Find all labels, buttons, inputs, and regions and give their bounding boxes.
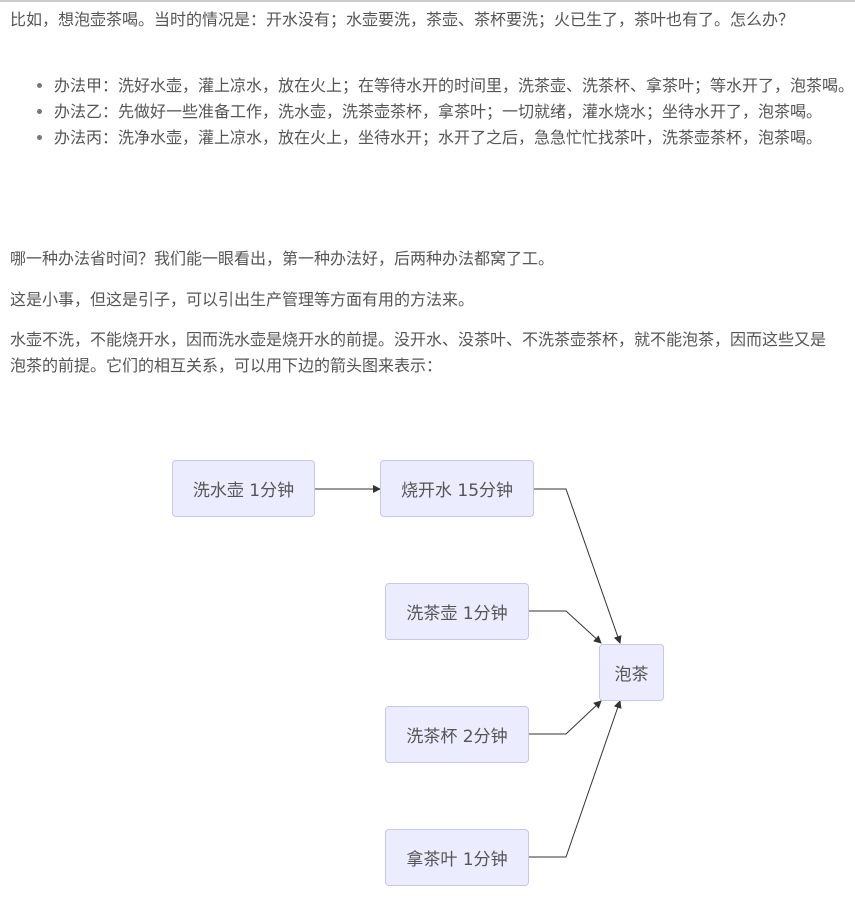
edge-boil-make-tea: [533, 488, 622, 644]
intro-paragraph: 比如，想泡壶茶喝。当时的情况是：开水没有；水壶要洗，茶壶、茶杯要洗；火已生了，茶…: [10, 10, 795, 29]
top-divider: [0, 0, 855, 2]
paragraph: 这是小事，但这是引子，可以引出生产管理等方面有用的方法来。: [10, 290, 475, 309]
node-boil-water: 烧开水 15分钟: [380, 460, 534, 517]
edge-cups-make-tea: [528, 700, 602, 735]
node-get-tea: 拿茶叶 1分钟: [385, 829, 529, 886]
list-item: 办法乙：先做好一些准备工作，洗水壶，洗茶壶茶杯，拿茶叶；一切就绪，灌水烧水；坐待…: [54, 99, 855, 125]
paragraph: 水壶不洗，不能烧开水，因而洗水壶是烧开水的前提。没开水、没茶叶、不洗茶壶茶杯，就…: [10, 330, 827, 375]
node-wash-teapot: 洗茶壶 1分钟: [385, 583, 529, 640]
methods-list: 办法甲：洗好水壶，灌上凉水，放在火上；在等待水开的时间里，洗茶壶、洗茶杯、拿茶叶…: [10, 73, 855, 151]
edge-teapot-make-tea: [528, 610, 602, 644]
list-item: 办法甲：洗好水壶，灌上凉水，放在火上；在等待水开的时间里，洗茶壶、洗茶杯、拿茶叶…: [54, 73, 855, 99]
node-make-tea: 泡茶: [599, 644, 664, 701]
edge-get-tea-make-tea: [528, 700, 622, 858]
node-wash-cups: 洗茶杯 2分钟: [385, 706, 529, 763]
list-item: 办法丙：洗净水壶，灌上凉水，放在火上，坐待水开；水开了之后，急急忙忙找茶叶，洗茶…: [54, 125, 855, 151]
node-wash-kettle: 洗水壶 1分钟: [172, 460, 315, 517]
paragraph: 哪一种办法省时间？我们能一眼看出，第一种办法好，后两种办法都窝了工。: [10, 249, 555, 268]
